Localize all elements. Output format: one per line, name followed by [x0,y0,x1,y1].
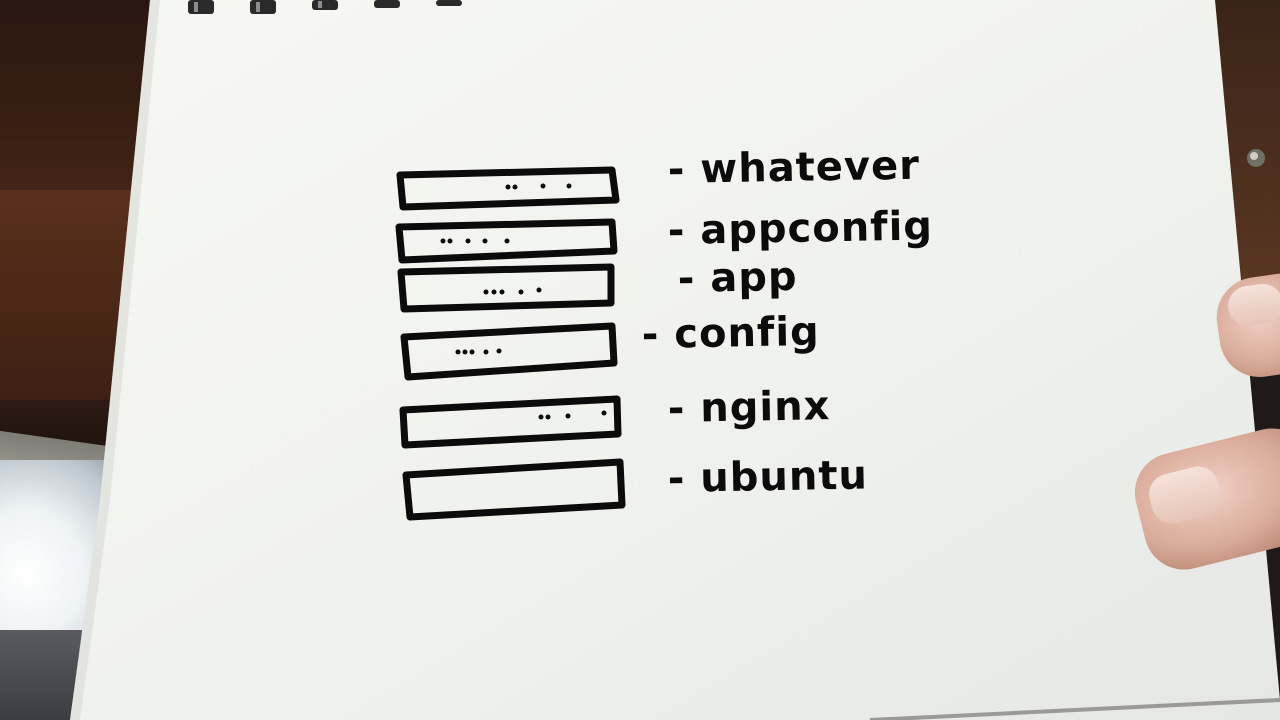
layer-box [402,458,626,521]
stack-layer-whatever [396,166,620,211]
layer-dots [455,348,502,355]
label-ubuntu: - ubuntu [667,453,868,502]
label-app: - app [677,254,798,302]
layer-dots [505,183,572,190]
stack-layer-appconfig [395,218,618,264]
stack-layer-nginx [399,395,622,449]
label-nginx: - nginx [667,383,830,432]
layer-box [395,218,618,264]
layer-dots [483,287,542,295]
stack-layer-ubuntu [402,458,626,521]
layer-box [397,263,615,313]
layer-box [399,395,622,449]
paper-edge-shadow [70,0,160,720]
paper-bottom-edge [869,698,1280,720]
clip-detail-highlight [1250,152,1258,160]
stack-layer-app [397,263,615,313]
label-config: - config [641,309,820,358]
layer-box [400,322,618,381]
layer-box [396,166,620,211]
label-appconfig: - appconfig [667,203,933,254]
layer-dots [440,238,510,244]
paper-sheet [70,0,1280,720]
layer-dots [538,410,607,420]
label-whatever: - whatever [667,143,920,193]
stack-layer-config [400,322,618,381]
spiral-binding-highlights [194,1,322,12]
